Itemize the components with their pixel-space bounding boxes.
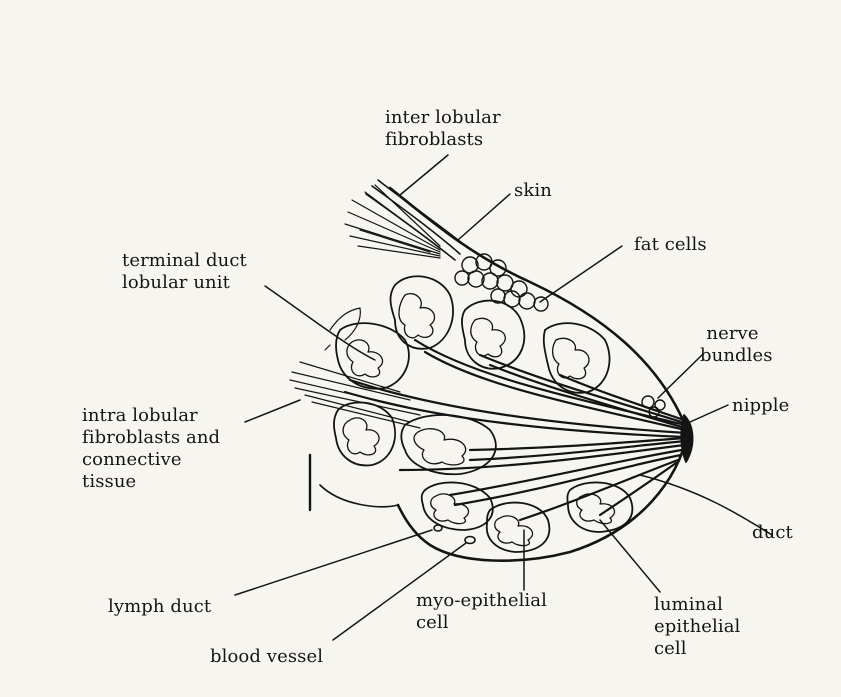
label-lymph-duct: lymph duct bbox=[108, 596, 211, 618]
leader-nerve-bundles bbox=[658, 355, 702, 398]
label-duct: duct bbox=[752, 522, 793, 544]
label-blood-vessel: blood vessel bbox=[210, 646, 323, 668]
vessel-shapes bbox=[434, 525, 475, 544]
connective-tissue bbox=[290, 308, 420, 428]
label-fat-cells: fat cells bbox=[634, 234, 707, 256]
label-nerve-bundles: nerve bundles bbox=[700, 323, 773, 367]
label-skin: skin bbox=[514, 180, 552, 202]
leader-nipple bbox=[690, 405, 728, 422]
label-nipple: nipple bbox=[732, 395, 789, 417]
label-terminal-duct-lobular-unit: terminal duct lobular unit bbox=[122, 250, 247, 294]
leader-inter-lobular-fibroblasts bbox=[400, 155, 448, 195]
leader-intra-lobular bbox=[245, 400, 300, 422]
label-inter-lobular-fibroblasts: inter lobular fibroblasts bbox=[385, 107, 501, 151]
label-intra-lobular-fibroblasts: intra lobular fibroblasts and connective… bbox=[82, 405, 220, 493]
label-luminal-epithelial-cell: luminal epithelial cell bbox=[654, 594, 740, 660]
leader-lymph-duct bbox=[235, 530, 432, 595]
inter-lobular-fibroblast-fan bbox=[345, 185, 440, 258]
leader-skin bbox=[458, 194, 510, 240]
main-ducts bbox=[345, 340, 686, 520]
leader-luminal-epithelial bbox=[600, 520, 660, 592]
label-myo-epithelial-cell: myo-epithelial cell bbox=[416, 590, 547, 634]
leader-fat-cells bbox=[540, 246, 622, 302]
